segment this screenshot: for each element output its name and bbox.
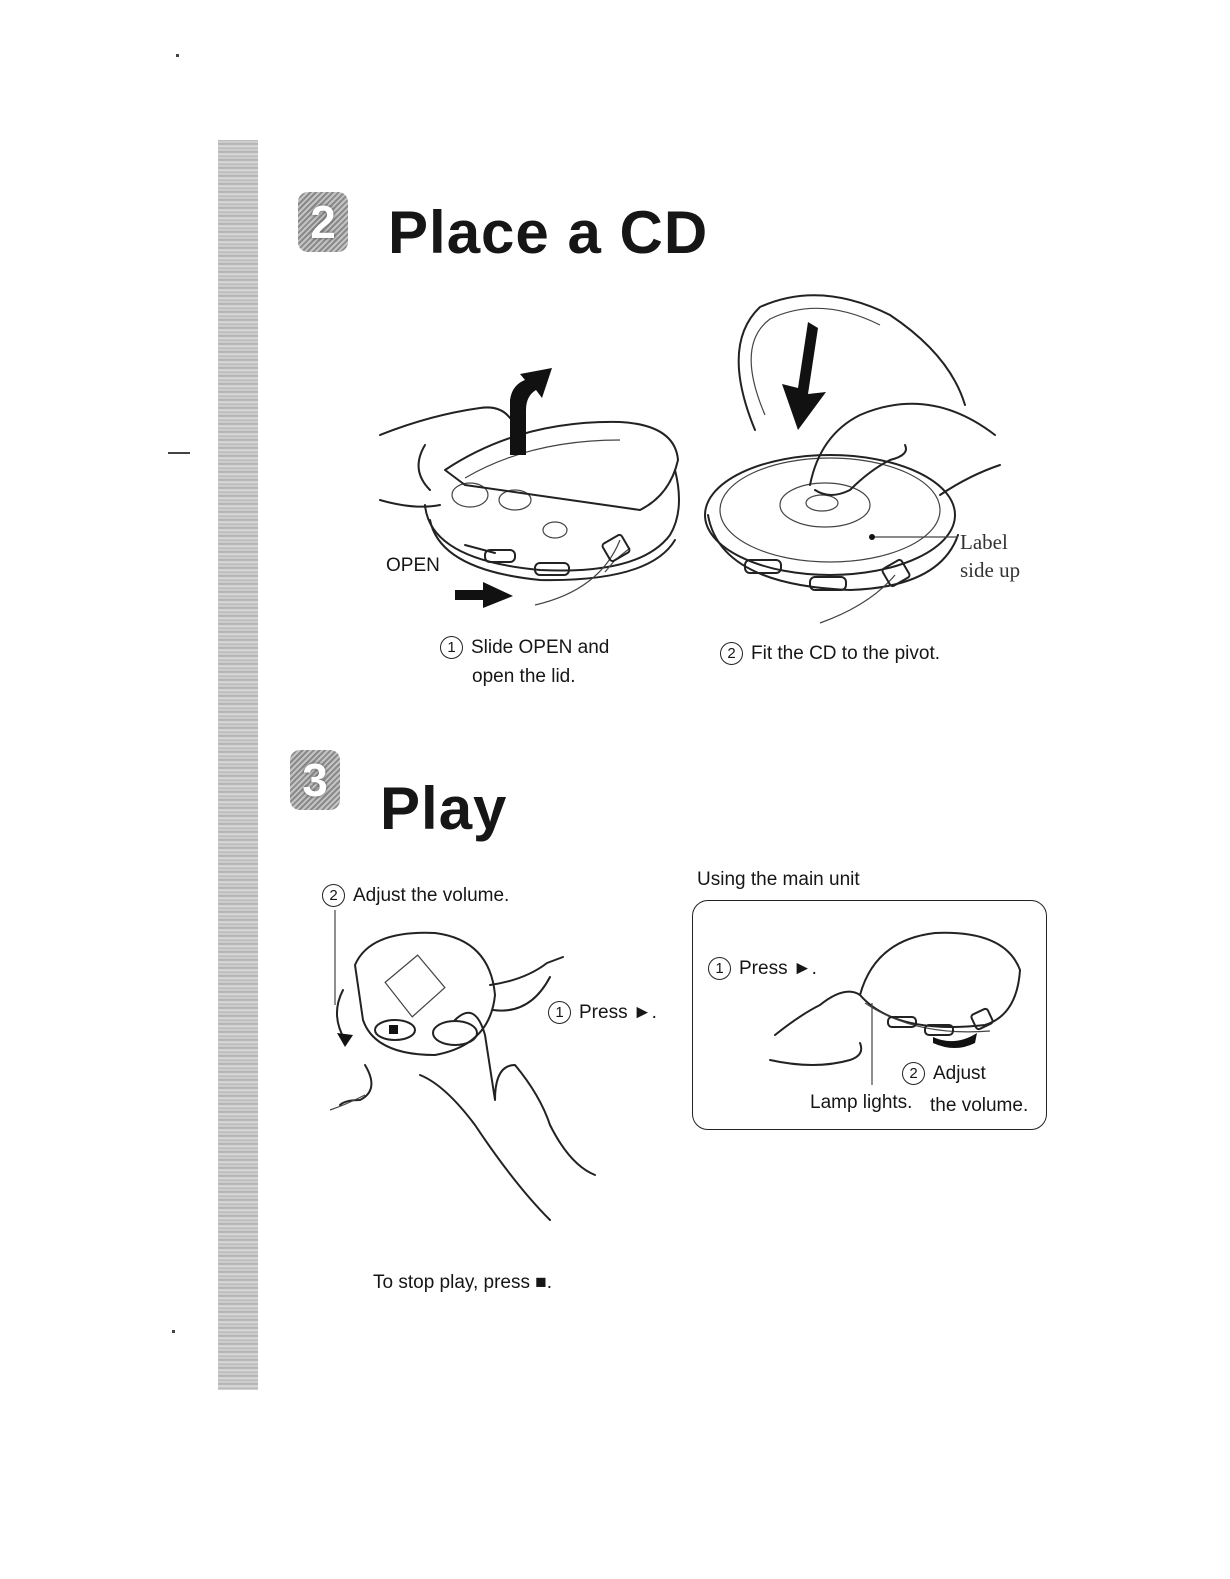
scan-speck (168, 452, 190, 454)
substep-number: 2 (322, 884, 345, 907)
scan-speck (176, 54, 179, 57)
main-unit-adjust-line-1: Adjust (933, 1063, 986, 1084)
label-side-line-2: side up (960, 558, 1020, 582)
lamp-lights-label: Lamp lights. (810, 1088, 912, 1117)
step-3-heading: Play (380, 774, 507, 843)
main-unit-illustration (765, 925, 1025, 1075)
step-2-heading: Place a CD (388, 198, 708, 267)
main-unit-title: Using the main unit (697, 865, 860, 894)
remote-press-text: Press ►. (579, 1002, 657, 1023)
scan-speck (172, 1330, 175, 1333)
remote-adjust-text: Adjust the volume. (353, 885, 509, 906)
arrow-up-icon (500, 360, 560, 460)
step-2-substep-1: 1 Slide OPEN and open the lid. (440, 633, 609, 691)
arrow-right-icon (455, 582, 515, 608)
step-2-badge: 2 (298, 192, 348, 252)
substep-2-text: Fit the CD to the pivot. (751, 643, 940, 664)
remote-control-illustration (325, 905, 595, 1245)
arrow-down-icon (778, 322, 838, 432)
label-side-line-1: Label (960, 530, 1008, 554)
substep-number: 2 (720, 642, 743, 665)
open-label: OPEN (386, 555, 440, 577)
step-3-badge: 3 (290, 750, 340, 810)
remote-press-play: 1 Press ►. (548, 998, 657, 1027)
scan-binding-strip (218, 140, 258, 1390)
main-unit-adjust-line-2: the volume. (930, 1091, 1028, 1120)
substep-1-line-2: open the lid. (440, 666, 576, 687)
substep-number: 1 (708, 957, 731, 980)
substep-number: 2 (902, 1062, 925, 1085)
main-unit-adjust-volume: 2 Adjust (902, 1059, 986, 1088)
substep-number: 1 (440, 636, 463, 659)
label-side-up: Label side up (960, 528, 1020, 584)
step-2-substep-2: 2 Fit the CD to the pivot. (720, 639, 940, 668)
substep-1-line-1: Slide OPEN and (471, 637, 609, 658)
stop-instruction: To stop play, press ■. (373, 1268, 552, 1297)
substep-number: 1 (548, 1001, 571, 1024)
